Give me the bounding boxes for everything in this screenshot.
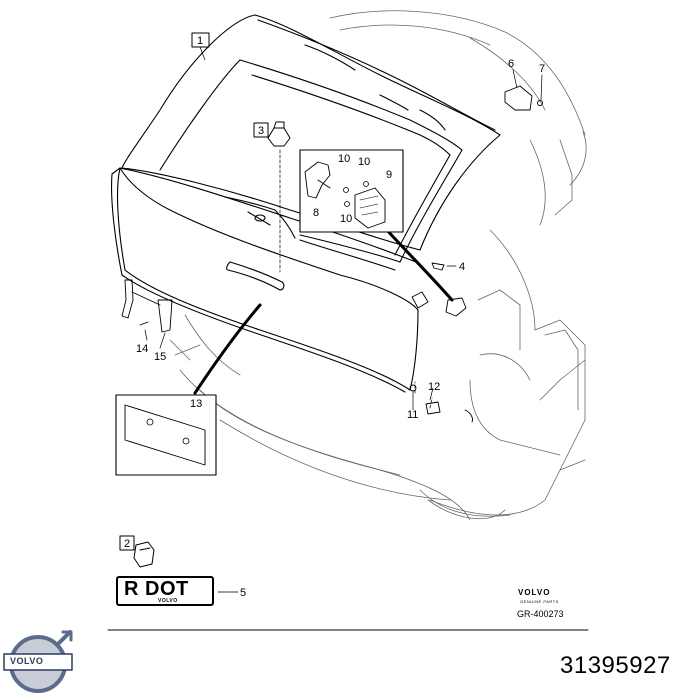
callout-10c: 10: [340, 213, 352, 225]
callout-labels: 1 3 6 7 10 10 9 8 10 4 12 11 14 15 13 2 …: [124, 35, 545, 599]
brand-subtitle: GENUINE PARTS: [520, 599, 559, 604]
callout-5: 5: [240, 587, 246, 599]
callout-6: 6: [508, 58, 514, 70]
bump-stop-part: [267, 121, 291, 147]
leader-arrows: [193, 226, 454, 395]
bracket-parts: [121, 279, 173, 333]
callout-3: 3: [258, 125, 264, 137]
callout-box-3: [253, 122, 269, 138]
callout-4: 4: [459, 261, 465, 273]
volvo-logo-icon: [3, 630, 73, 693]
callout-1: 1: [197, 35, 203, 47]
callout-12: 12: [428, 381, 440, 393]
car-body-outline: [169, 10, 587, 521]
small-parts: [409, 85, 543, 423]
callout-box-1: [191, 32, 210, 48]
callout-2: 2: [124, 538, 130, 550]
reference-code: GR-400273: [517, 609, 564, 619]
latch-inset-box: [299, 149, 404, 233]
tailgate-panel: [111, 167, 419, 393]
callout-8: 8: [313, 207, 319, 219]
callout-15: 15: [154, 351, 166, 363]
rdot-main-text: R DOT: [124, 578, 189, 600]
rdot-sub-text: VOLVO: [158, 598, 178, 604]
logo-text: VOLVO: [10, 656, 44, 666]
callout-11: 11: [407, 409, 418, 421]
plate-inset-box: [115, 394, 217, 476]
tailgate-frame: [121, 14, 501, 263]
callout-9: 9: [386, 169, 392, 181]
clip-part: [133, 541, 155, 568]
callout-13: 13: [190, 398, 202, 410]
callout-10a: 10: [338, 153, 350, 165]
part-number: 31395927: [560, 652, 671, 679]
rdot-badge: R DOT VOLVO: [116, 576, 214, 606]
callout-box-2: [119, 535, 135, 551]
brand-name: VOLVO: [518, 588, 551, 597]
callout-7: 7: [539, 63, 545, 75]
callout-14: 14: [136, 343, 148, 355]
callout-10b: 10: [358, 156, 370, 168]
callout-leaders: [144, 46, 543, 593]
